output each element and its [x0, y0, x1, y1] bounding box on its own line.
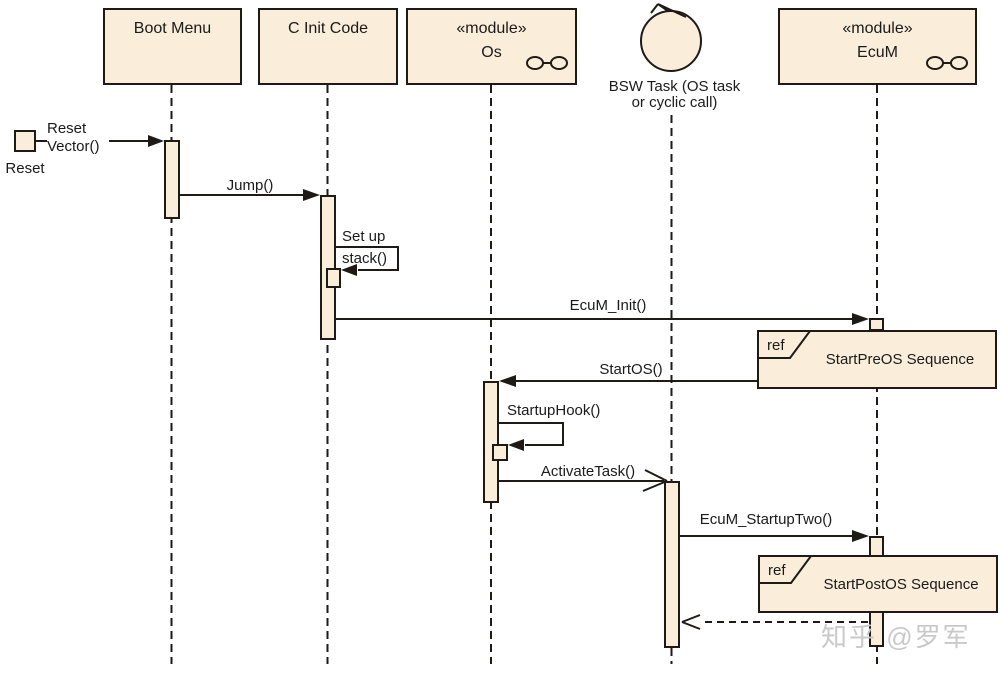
activation-os-nested [492, 444, 508, 461]
fragment-start-pre-os: ref StartPreOS Sequence [757, 330, 997, 389]
control-circle-icon [640, 10, 702, 72]
activation-c-init-nested [326, 268, 341, 288]
start-os-label: StartOS() [599, 361, 663, 378]
startup-hook-arrowhead [508, 439, 524, 451]
reset-gate-label: Reset [5, 160, 45, 177]
return-arrowhead [681, 614, 701, 630]
activation-boot-menu [164, 140, 180, 219]
participant-bsw-task-label: BSW Task (OS task or cyclic call) [608, 78, 741, 111]
ecum-init-label: EcuM_Init() [569, 297, 647, 314]
setup-stack-label: Set up stack() [342, 228, 387, 267]
ref-keyword: ref [768, 562, 786, 579]
startup-hook-arrow [499, 422, 564, 446]
participant-c-init-code-label: C Init Code [287, 20, 369, 37]
ref-pentagon: ref [758, 555, 813, 584]
participant-os: «module» Os [406, 8, 577, 85]
activation-bsw-task [664, 481, 680, 648]
participant-ecum-stereotype: «module» [842, 20, 913, 37]
ecum-init-arrowhead [852, 313, 869, 325]
start-os-arrowhead [499, 375, 516, 387]
startup-hook-label: StartupHook() [507, 402, 601, 419]
reset-vector-label: Reset Vector() [47, 120, 100, 155]
participant-boot-menu-label: Boot Menu [133, 20, 212, 37]
participant-ecum-label: EcuM [857, 44, 898, 61]
activate-task-label: ActivateTask() [540, 463, 636, 480]
fragment-start-pre-os-label: StartPreOS Sequence [825, 351, 975, 368]
participant-os-label: Os [481, 44, 502, 61]
reset-gate-box [14, 130, 36, 152]
module-connector-icon [926, 56, 968, 70]
module-connector-icon [526, 56, 568, 70]
reset-vector-arrowhead [148, 135, 164, 147]
ref-keyword: ref [767, 337, 785, 354]
ecum-startup-two-arrowhead [852, 530, 869, 542]
participant-c-init-code: C Init Code [258, 8, 398, 85]
participant-os-stereotype: «module» [456, 20, 527, 37]
ecum-startup-two-label: EcuM_StartupTwo() [699, 511, 833, 528]
participant-ecum: «module» EcuM [778, 8, 977, 85]
watermark: 知乎 @罗军 [821, 622, 971, 652]
fragment-start-post-os-label: StartPostOS Sequence [823, 575, 979, 593]
ref-pentagon: ref [757, 330, 812, 359]
jump-label: Jump() [226, 177, 274, 194]
jump-arrowhead [303, 189, 320, 201]
activation-os [483, 381, 499, 503]
fragment-start-post-os: ref StartPostOS Sequence [758, 555, 998, 613]
participant-boot-menu: Boot Menu [103, 8, 242, 85]
